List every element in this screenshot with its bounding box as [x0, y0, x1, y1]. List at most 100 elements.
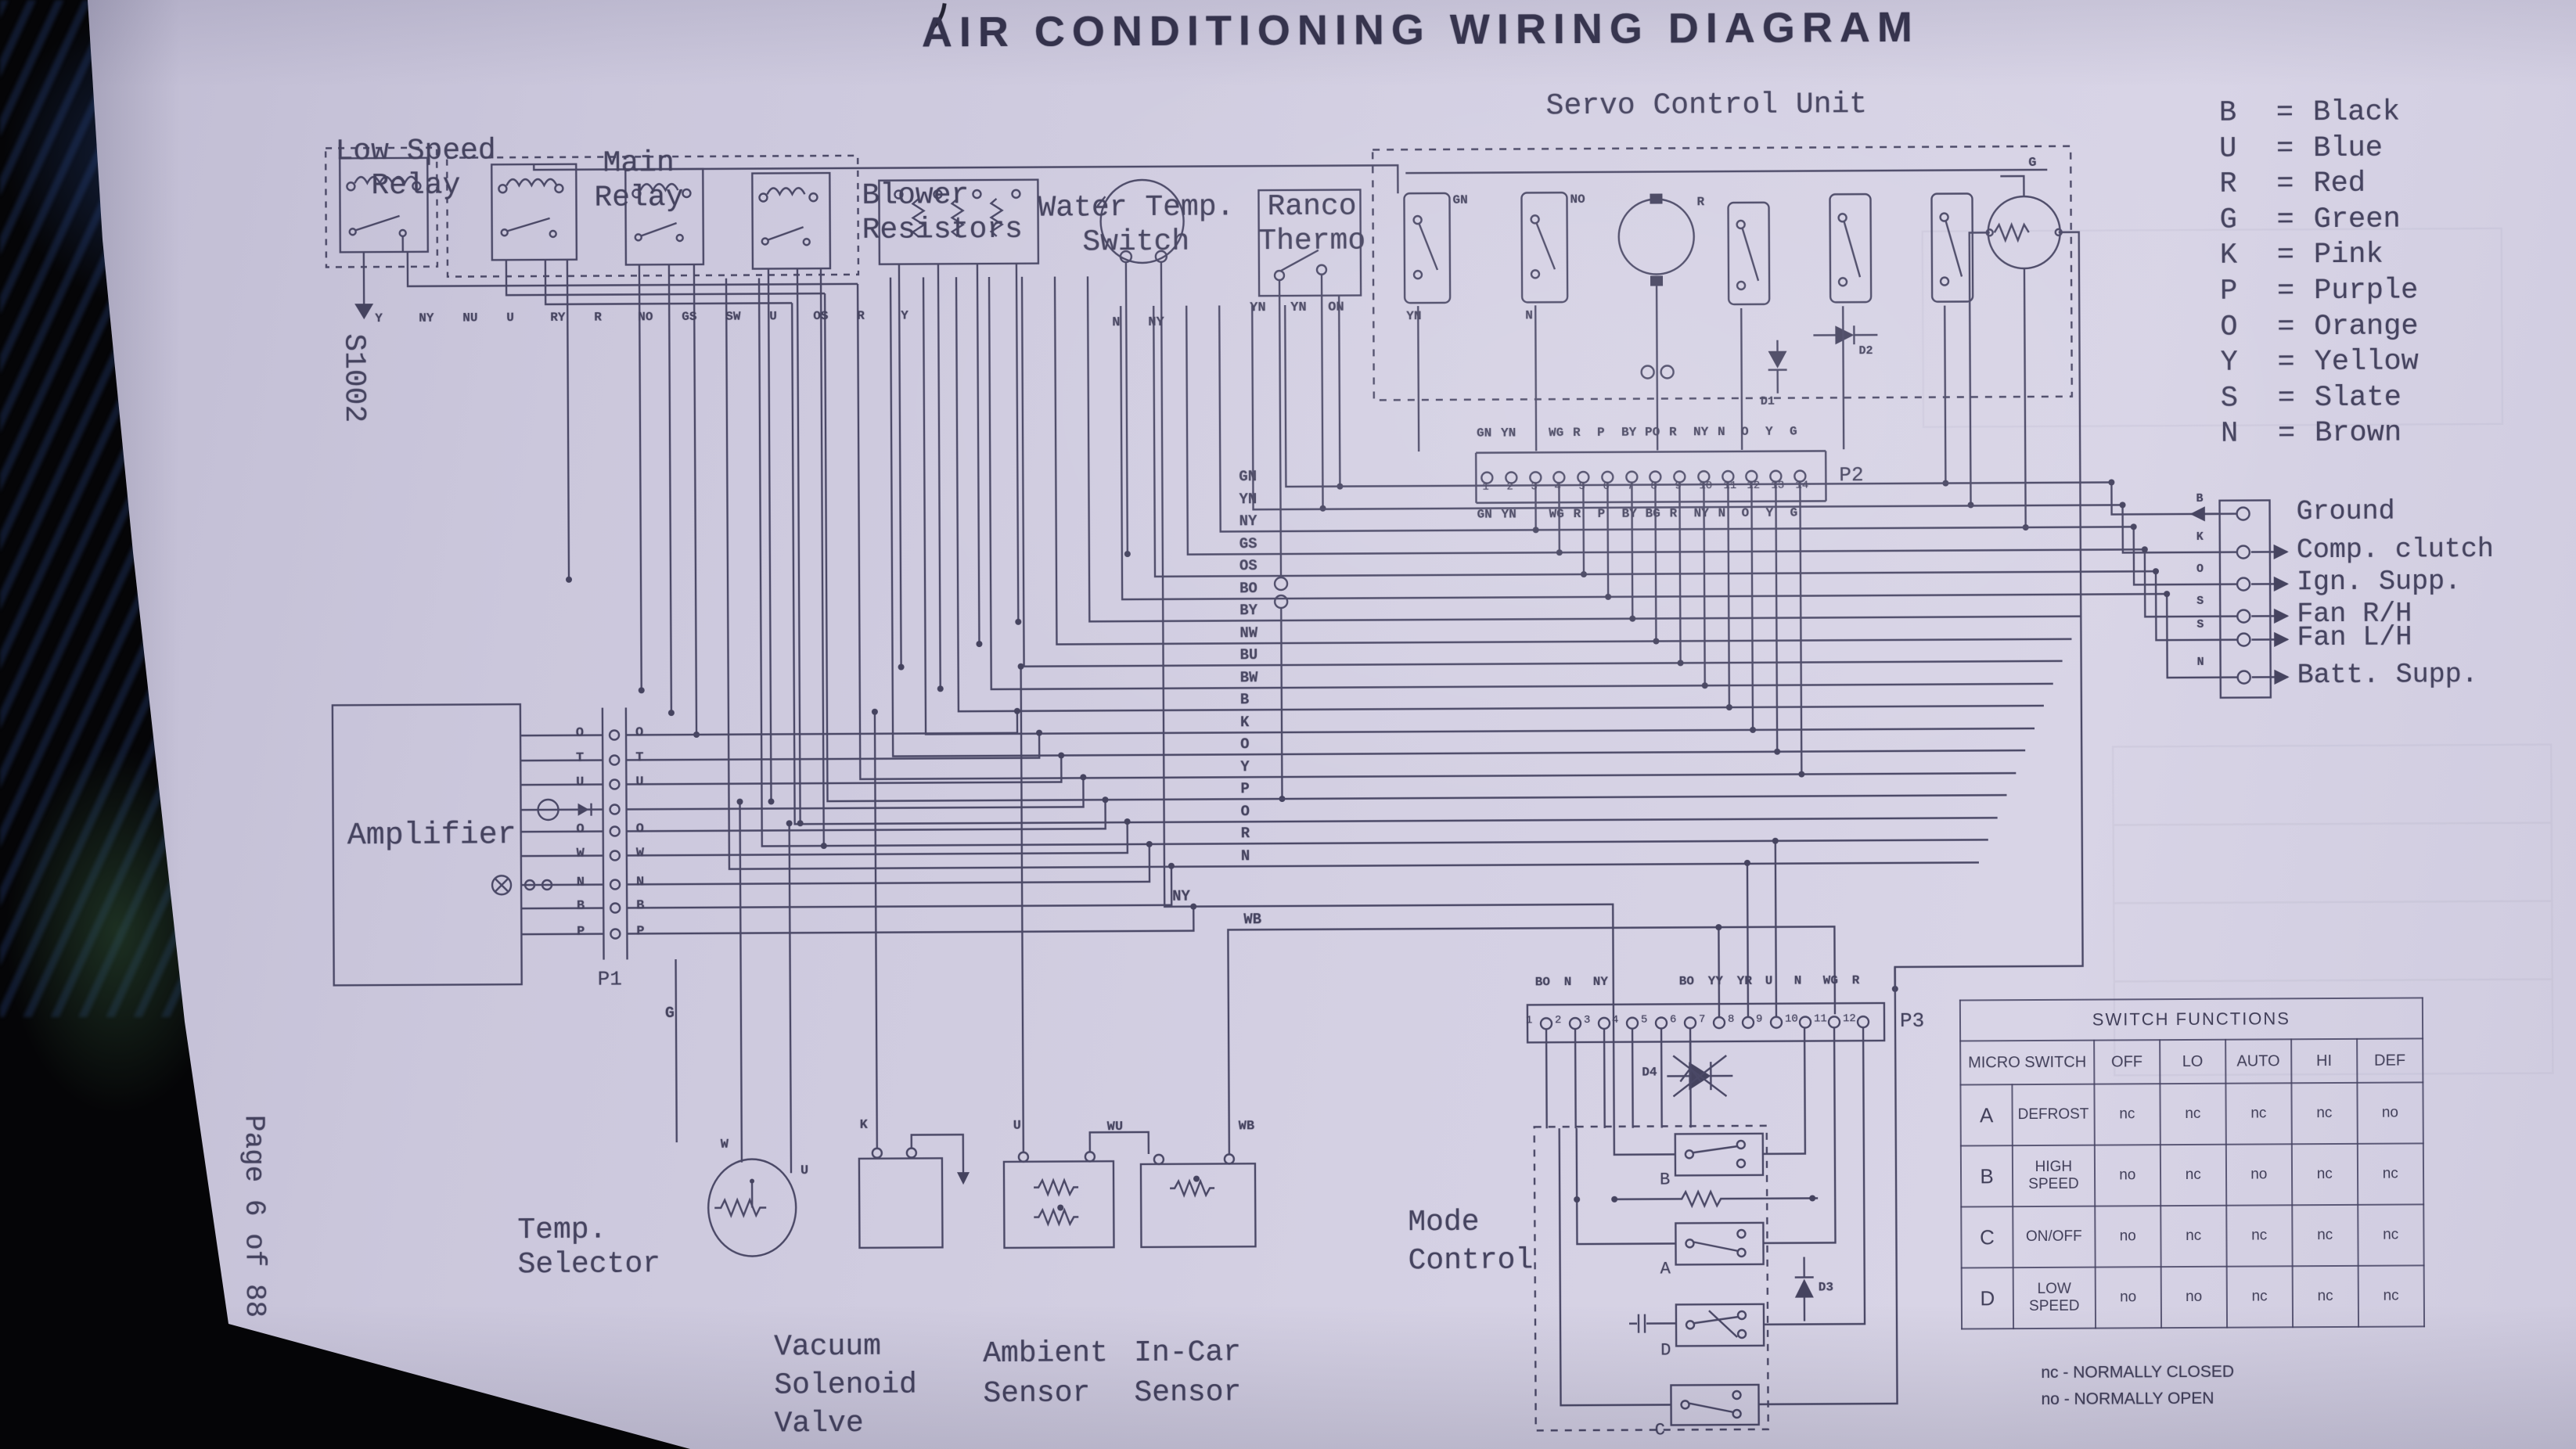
- connector-p2-label: P2: [1839, 463, 1864, 487]
- label-diode-d4: D4: [1642, 1065, 1657, 1080]
- bus-wire-label-P: P: [1240, 780, 1250, 798]
- p2-pin-number-13: 13: [1771, 479, 1785, 492]
- label-servo-control-unit: Servo Control Unit: [1545, 88, 1868, 124]
- p1-left-pin-4: O: [576, 822, 585, 837]
- p2-pin-number-1: 1: [1482, 480, 1489, 494]
- bus-wire-label-NW: NW: [1239, 624, 1258, 642]
- harness-output-label-2: Ign. Supp.: [2296, 566, 2462, 599]
- p1-left-pin-0: O: [575, 725, 585, 741]
- bus-wire-label-GN: GN: [1239, 468, 1257, 486]
- label-diode-d1: D1: [1760, 394, 1775, 408]
- p3-top-label-5: BO: [1678, 974, 1694, 989]
- harness-output-label-4: Fan L/H: [2297, 621, 2412, 654]
- table-col-AUTO: AUTO: [2225, 1039, 2292, 1084]
- p1-left-pin-1: T: [575, 750, 585, 766]
- table-col-DEF: DEF: [2356, 1038, 2423, 1083]
- p3-pin-number-6: 6: [1669, 1013, 1677, 1027]
- page-number: Page 6 of 88: [237, 1114, 271, 1318]
- p3-pin-number-2: 2: [1554, 1014, 1562, 1027]
- label-water-temp-switch: Water Temp.Switch: [1038, 190, 1235, 260]
- bus-wire-label-R: R: [1240, 825, 1250, 843]
- label-switch-d: D: [1660, 1340, 1671, 1361]
- p2-top-label-13: G: [1790, 424, 1797, 439]
- bus-wire-label-BO: BO: [1239, 580, 1257, 598]
- bus-wire-label-YN: YN: [1239, 491, 1257, 509]
- table-col-LO: LO: [2159, 1039, 2226, 1084]
- p2-pin-number-6: 6: [1603, 480, 1610, 493]
- p2-top-label-0: GN: [1477, 426, 1492, 440]
- wire-label-servo-s1: GN: [1452, 192, 1468, 207]
- p2-pin-number-14: 14: [1795, 479, 1809, 492]
- wire-label-amb-wu: WU: [1106, 1120, 1124, 1135]
- p3-pin-number-8: 8: [1727, 1013, 1735, 1027]
- label-switch-b: B: [1659, 1170, 1671, 1190]
- p3-top-label-0: BO: [1534, 975, 1550, 990]
- p2-top-label-5: P: [1597, 425, 1605, 440]
- bus-wire-label-GS: GS: [1239, 535, 1257, 553]
- relay-row-wire-11: R: [857, 308, 865, 323]
- harness-output-label-5: Batt. Supp.: [2297, 659, 2478, 692]
- bus-wire-label-Y: Y: [1240, 758, 1250, 776]
- relay-row-wire-2: NU: [462, 311, 478, 325]
- wire-label-incar-wb: WB: [1238, 1119, 1255, 1134]
- wire-label-ranco-1: YN: [1250, 300, 1266, 316]
- p2-bottom-label-11: O: [1741, 505, 1750, 520]
- legend-entry-N: N=Brown: [2220, 416, 2402, 451]
- p3-top-label-10: WG: [1822, 973, 1838, 988]
- p2-pin-number-12: 12: [1747, 479, 1761, 492]
- table-col-microswitch: MICRO SWITCH: [1960, 1040, 2095, 1085]
- legend-entry-K: K=Pink: [2219, 239, 2384, 273]
- p3-top-label-6: YY: [1707, 974, 1723, 989]
- lower-wire-label-ny: NY: [1172, 887, 1191, 905]
- p3-top-label-2: NY: [1592, 974, 1608, 989]
- legend-entry-Y: Y=Yellow: [2220, 345, 2419, 379]
- relay-row-wire-4: RY: [550, 310, 566, 325]
- p2-bottom-label-0: GN: [1477, 507, 1492, 522]
- p2-pin-number-11: 11: [1723, 479, 1737, 493]
- p2-top-label-7: PO: [1645, 425, 1660, 440]
- p2-bottom-label-7: BG: [1645, 506, 1660, 521]
- p2-pin-number-5: 5: [1578, 480, 1585, 494]
- bus-wire-label-NY: NY: [1239, 512, 1257, 530]
- p1-right-pin-6: N: [635, 875, 645, 890]
- harness-pin-wire-4: S: [2196, 617, 2204, 631]
- p2-pin-number-10: 10: [1699, 480, 1713, 493]
- label-temp-selector: Temp.Selector: [517, 1213, 661, 1282]
- p1-right-pin-8: P: [636, 924, 645, 940]
- wire-label-amb-u: U: [1013, 1118, 1021, 1134]
- relay-row-wire-7: GS: [682, 309, 697, 325]
- relay-row-wire-10: OS: [813, 309, 829, 324]
- p2-pin-number-9: 9: [1675, 480, 1682, 493]
- relay-row-wire-1: NY: [419, 311, 434, 325]
- p3-top-label-9: N: [1793, 973, 1802, 988]
- p1-left-pin-7: B: [576, 898, 585, 914]
- relay-row-wire-8: SW: [725, 309, 741, 324]
- table-note-no: no - NORMALLY OPEN: [2041, 1389, 2214, 1408]
- lower-wire-label-wb: WB: [1243, 911, 1262, 929]
- legend-entry-O: O=Orange: [2220, 310, 2419, 344]
- bus-wire-label-BU: BU: [1239, 646, 1258, 664]
- table-col-OFF: OFF: [2093, 1040, 2160, 1084]
- p3-pin-number-10: 10: [1784, 1012, 1798, 1026]
- p2-top-label-10: N: [1718, 425, 1725, 440]
- p2-bottom-label-9: NY: [1693, 506, 1709, 521]
- page-title: AIR CONDITIONING WIRING DIAGRAM: [921, 3, 1919, 56]
- p2-bottom-label-10: N: [1718, 506, 1726, 521]
- p3-pin-number-1: 1: [1525, 1014, 1533, 1027]
- bus-wire-label-O: O: [1240, 803, 1250, 821]
- legend-entry-B: B=Black: [2218, 95, 2401, 130]
- p1-left-pin-6: N: [576, 875, 585, 890]
- p2-bottom-label-4: R: [1573, 507, 1581, 522]
- p3-top-label-7: YR: [1736, 973, 1752, 989]
- relay-row-wire-3: U: [506, 311, 514, 325]
